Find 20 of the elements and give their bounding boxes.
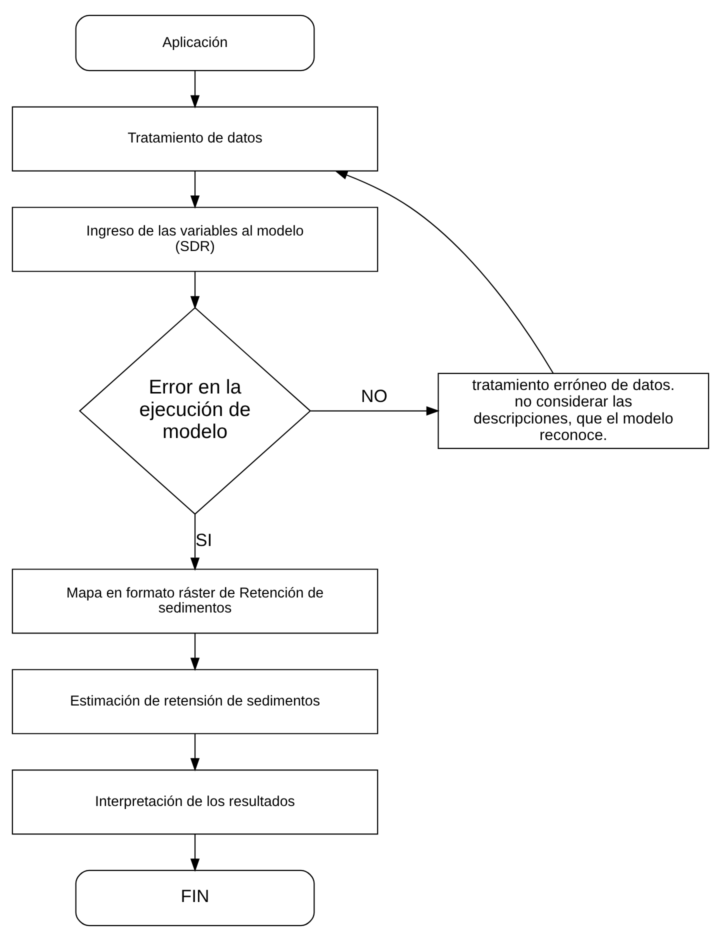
- edge-label: SI: [196, 530, 212, 550]
- arrow: [190, 171, 200, 209]
- arrow: [190, 514, 200, 571]
- node-box: tratamiento erróneo de datos. no considerar las descripciones, que el modelo reconoce.: [438, 372, 710, 449]
- node-box: Ingreso de las variables al modelo (SDR): [12, 206, 378, 272]
- arrow: [190, 734, 200, 772]
- arrow: [334, 170, 554, 374]
- arrow: [310, 406, 440, 416]
- arrow: [190, 834, 200, 872]
- arrow: [190, 272, 200, 310]
- node-box: Aplicación: [75, 14, 315, 72]
- arrow: [190, 633, 200, 671]
- node-box: Mapa en formato ráster de Retención de sedimentos: [12, 568, 378, 634]
- node-diamond: Error en la ejecución de modelo: [78, 307, 312, 515]
- node-box: Estimación de retensión de sedimentos: [12, 669, 378, 734]
- arrow: [190, 70, 200, 109]
- node-box: Tratamiento de datos: [12, 106, 378, 172]
- node-box: FIN: [75, 870, 315, 926]
- edge-label: NO: [361, 386, 388, 406]
- node-box: Interpretación de los resultados: [12, 769, 378, 835]
